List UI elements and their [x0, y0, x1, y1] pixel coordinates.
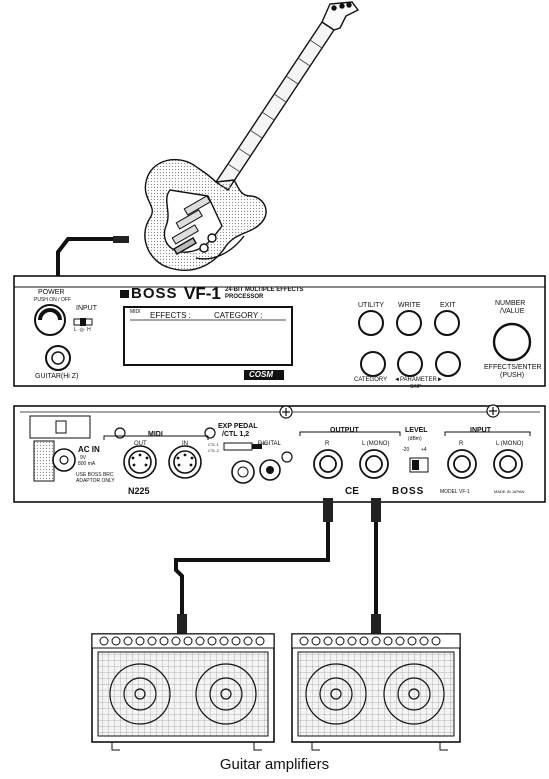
- guitar-amplifier-left: [91, 633, 275, 751]
- gnd-label: GND: [258, 441, 267, 446]
- certification-code: N225: [128, 486, 150, 496]
- midi-out-label: OUT: [134, 441, 147, 447]
- ctl-1-label: CTL 1: [208, 442, 219, 447]
- category-button-label: CATEGORY: [354, 377, 388, 383]
- guitar-amplifier-right: [291, 633, 461, 751]
- description-line-2: PROCESSOR: [225, 294, 264, 300]
- midi-label: MIDI: [148, 431, 163, 438]
- power-sub-label: PUSH ON / OFF: [34, 297, 71, 303]
- display-effects-label: EFFECTS :: [150, 311, 191, 320]
- rear-panel: [13, 404, 546, 503]
- model-name: VF-1: [184, 284, 221, 303]
- input-sub-label: L ·◎· H: [74, 327, 91, 333]
- digital-label: DIGITAL: [258, 441, 281, 447]
- number-value-label-1: NUMBER: [495, 300, 526, 307]
- exp-pedal-label-2: /CTL 1,2: [222, 431, 250, 438]
- electric-guitar-illustration: [144, 1, 360, 271]
- power-label: POWER: [38, 289, 65, 296]
- adaptor-note-1: USE BOSS BRC: [76, 472, 114, 478]
- made-in-label: MADE IN JAPAN: [494, 489, 525, 494]
- diagram-caption: Guitar amplifiers: [219, 756, 330, 773]
- input-section-label: INPUT: [470, 427, 491, 434]
- ce-mark: CE: [345, 486, 359, 497]
- input-r-label: R: [459, 441, 464, 447]
- level-low-label: -20: [402, 447, 410, 453]
- output-r-label: R: [325, 441, 330, 447]
- adaptor-note-2: ADAPTOR ONLY: [76, 478, 115, 484]
- cosm-badge: COSM: [249, 370, 273, 379]
- effects-enter-label-2: (PUSH): [500, 372, 525, 379]
- exp-pedal-label-1: EXP PEDAL: [218, 423, 258, 430]
- level-label: LEVEL: [405, 427, 428, 434]
- ac-spec-2: 800 mA: [78, 461, 96, 467]
- number-value-label-2: /VALUE: [500, 308, 525, 315]
- input-l-label: L (MONO): [496, 441, 524, 447]
- front-panel: [13, 275, 546, 387]
- effects-enter-label-1: EFFECTS/ENTER: [484, 364, 542, 371]
- output-l-label: L (MONO): [362, 441, 390, 447]
- exit-button-label: EXIT: [440, 302, 456, 309]
- level-high-label: +4: [421, 447, 427, 453]
- description-line-1: 24-BIT MULTIPLE EFFECTS: [225, 287, 304, 293]
- skip-label: SKIP: [410, 384, 422, 390]
- display-category-label: CATEGORY :: [214, 311, 263, 320]
- display-midi-label: MIDI: [130, 309, 141, 315]
- cable-plugs: [177, 498, 381, 634]
- ac-spec-1: 9V: [80, 455, 87, 461]
- output-label: OUTPUT: [330, 427, 359, 434]
- write-button-label: WRITE: [398, 302, 421, 309]
- midi-in-label: IN: [182, 441, 188, 447]
- ctl-2-label: CTL 2: [208, 448, 219, 453]
- level-unit: (dBm): [408, 436, 422, 442]
- brand-logo: BOSS: [131, 285, 178, 302]
- output-cables: [174, 520, 378, 616]
- utility-button-label: UTILITY: [358, 302, 385, 309]
- parameter-label: ◄PARAMETER►: [394, 377, 443, 383]
- guitar-jack-label: GUITAR(Hi Z): [35, 373, 79, 380]
- rear-brand-logo: BOSS: [392, 486, 425, 497]
- ac-in-label: AC IN: [78, 445, 100, 454]
- input-label: INPUT: [76, 305, 97, 312]
- model-label: MODEL VF-1: [440, 489, 470, 495]
